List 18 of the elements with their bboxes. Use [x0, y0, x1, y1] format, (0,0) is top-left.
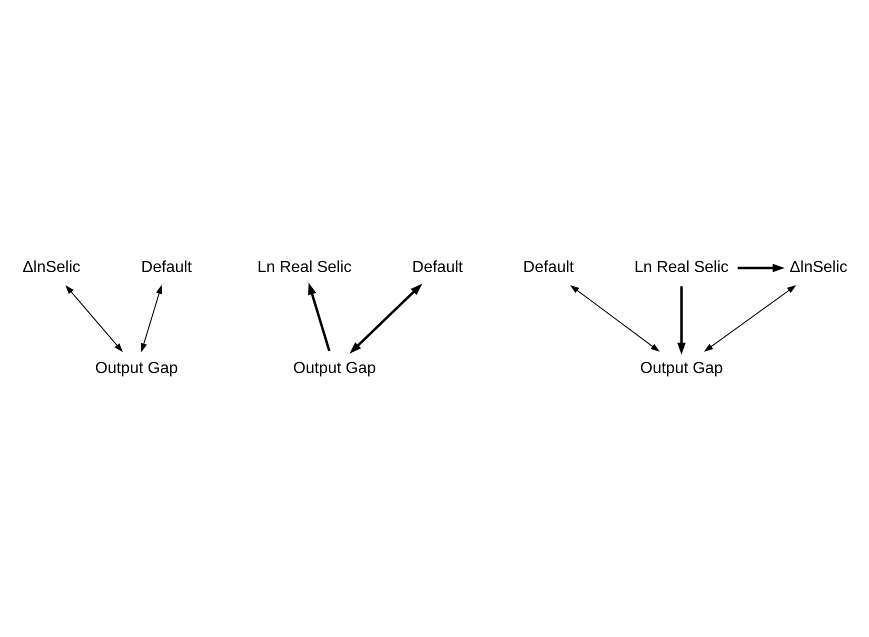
node-text: ΔlnSelic — [22, 258, 80, 276]
node-text: Default — [140, 258, 192, 276]
node-text: Output Gap — [292, 360, 376, 377]
node-text: Ln Real Selic — [634, 258, 728, 276]
node-text: Ln Real Selic — [256, 258, 352, 276]
arrow — [570, 285, 660, 352]
node-text: Default — [522, 258, 574, 276]
arrow — [64, 285, 122, 352]
node-text: ΔlnSelic — [789, 258, 847, 276]
arrow — [349, 284, 422, 354]
arrow — [676, 286, 686, 355]
arrow — [308, 282, 330, 352]
arrow — [737, 264, 784, 272]
node-text: Output Gap — [94, 360, 178, 377]
arrow — [140, 284, 162, 352]
arrow — [703, 285, 796, 352]
node-text: Default — [412, 258, 462, 276]
node-text: Output Gap — [640, 360, 722, 377]
